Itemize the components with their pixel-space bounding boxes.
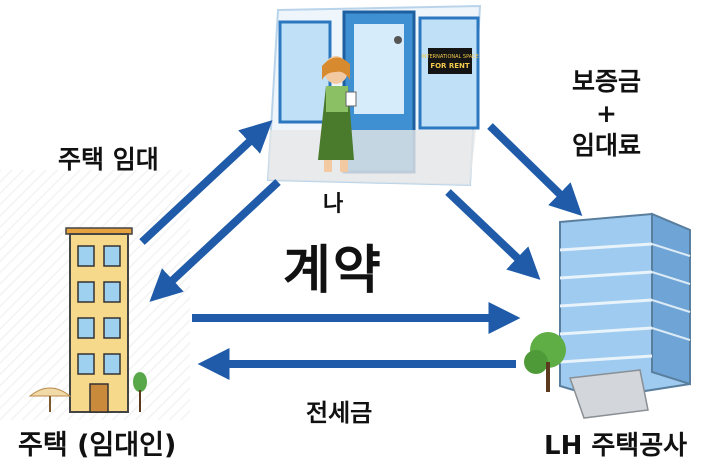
label-deposit-and-rent: 보증금 + 임대료 — [572, 66, 641, 162]
label-landlord: 주택 (임대인) — [18, 430, 177, 461]
landlord-building-illustration — [28, 227, 147, 413]
label-me: 나 — [323, 192, 344, 217]
renter-illustration: INTERNATIONAL SPACE FOR RENT — [266, 4, 482, 187]
lh-building-illustration — [524, 212, 691, 419]
arrow-landlord-to-renter — [139, 120, 273, 245]
label-rent-fee: 임대료 — [572, 131, 642, 160]
sign-line1: INTERNATIONAL SPACE — [421, 54, 479, 60]
label-deposit: 보증금 — [572, 67, 642, 96]
label-contract: 계약 — [283, 241, 383, 301]
arrow-renter-to-lh-deposit — [487, 123, 583, 217]
label-plus: + — [596, 99, 617, 128]
arrow-renter-to-lh-contract — [445, 189, 541, 280]
for-rent-sign — [428, 48, 472, 74]
label-jeonse-deposit: 전세금 — [306, 399, 373, 427]
sign-line2: FOR RENT — [430, 62, 470, 70]
arrow-renter-to-landlord — [149, 179, 281, 302]
label-housing-lease: 주택 임대 — [58, 145, 159, 174]
label-lh-corporation: LH 주택공사 — [544, 431, 688, 461]
flow-arrows — [139, 120, 583, 380]
